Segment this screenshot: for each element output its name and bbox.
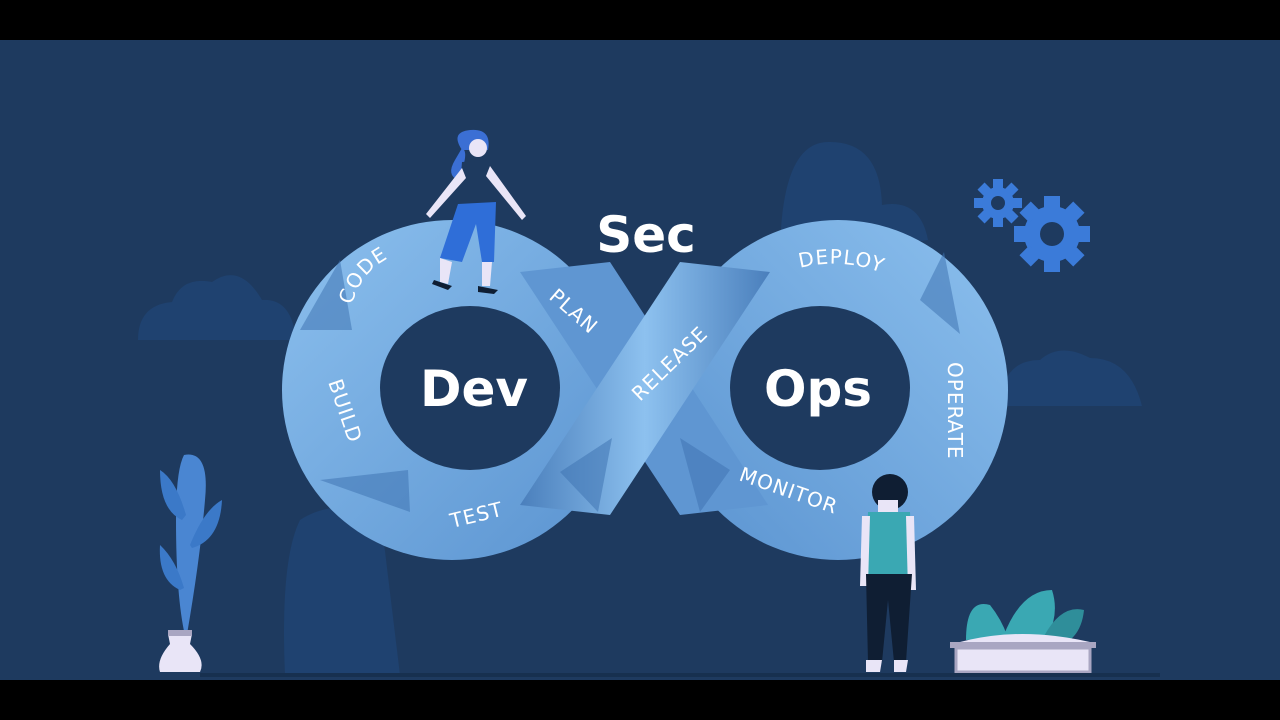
letterbox-top [0, 0, 1280, 40]
gear-icon [974, 179, 1022, 227]
person-standing-figure [860, 474, 916, 672]
dev-word: Dev [420, 360, 528, 418]
segment-dividers [300, 252, 960, 512]
potted-plant [159, 454, 222, 672]
ground-line [200, 673, 1160, 677]
letterbox-bottom [0, 680, 1280, 720]
ops-word: Ops [764, 360, 872, 418]
ops-hole [730, 306, 910, 470]
person-walking-figure [426, 129, 526, 294]
dev-hole [380, 306, 560, 470]
planter-box [950, 590, 1096, 674]
infinity-crossing-front [520, 262, 770, 515]
gear-icon [1014, 196, 1090, 272]
stage-label-operate: OPERATE [943, 362, 967, 460]
sec-word: Sec [596, 206, 696, 264]
